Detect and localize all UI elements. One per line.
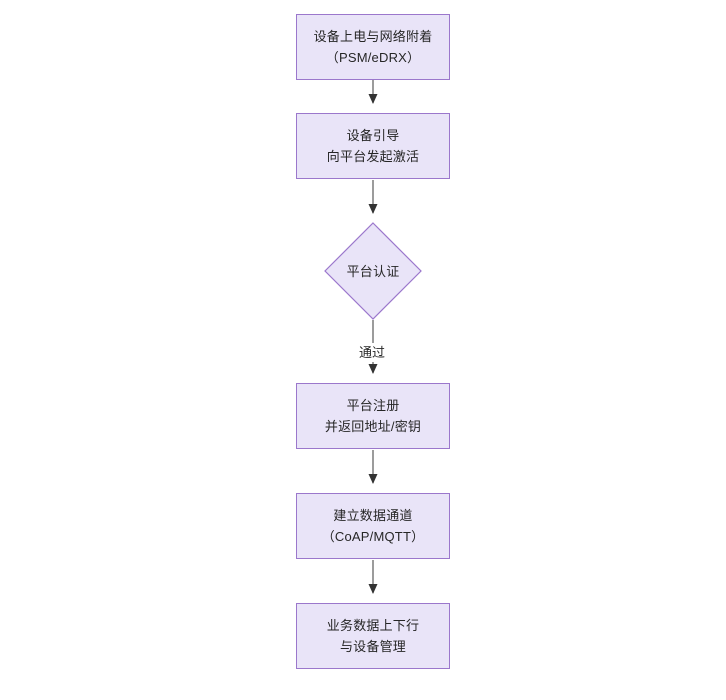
node-label: 平台注册并返回地址/密钥: [325, 395, 421, 437]
node-line-1: 设备引导: [346, 128, 400, 143]
node-label: 业务数据上下行与设备管理: [327, 615, 419, 657]
node-label: 设备上电与网络附着 （PSM/eDRX）: [314, 26, 433, 68]
node-line-2: 向平台发起激活: [326, 149, 420, 164]
node-line-1: 建立数据通道: [333, 508, 413, 523]
node-line-2: （CoAP/MQTT）: [321, 529, 425, 544]
node-line-1: 平台注册: [346, 398, 400, 413]
node-business-data-and-management[interactable]: 业务数据上下行与设备管理: [296, 603, 450, 669]
diamond-shape: [324, 222, 422, 320]
node-line-2: 并返回地址/密钥: [324, 419, 422, 434]
node-line-2: （PSM/eDRX）: [325, 50, 421, 65]
node-platform-registration[interactable]: 平台注册并返回地址/密钥: [296, 383, 450, 449]
node-line-2: 与设备管理: [339, 639, 406, 654]
node-device-bootstrap[interactable]: 设备引导向平台发起激活: [296, 113, 450, 179]
node-establish-data-channel[interactable]: 建立数据通道 （CoAP/MQTT）: [296, 493, 450, 559]
edge-label-pass: 通过: [356, 343, 389, 362]
node-platform-authentication[interactable]: 平台认证: [324, 222, 422, 320]
node-label: 设备引导向平台发起激活: [327, 125, 419, 167]
node-label: 平台认证: [346, 263, 400, 279]
node-line-1: 业务数据上下行: [326, 618, 420, 633]
node-label: 建立数据通道 （CoAP/MQTT）: [322, 505, 425, 547]
node-line-1: 设备上电与网络附着: [313, 29, 433, 44]
node-device-power-on[interactable]: 设备上电与网络附着 （PSM/eDRX）: [296, 14, 450, 80]
